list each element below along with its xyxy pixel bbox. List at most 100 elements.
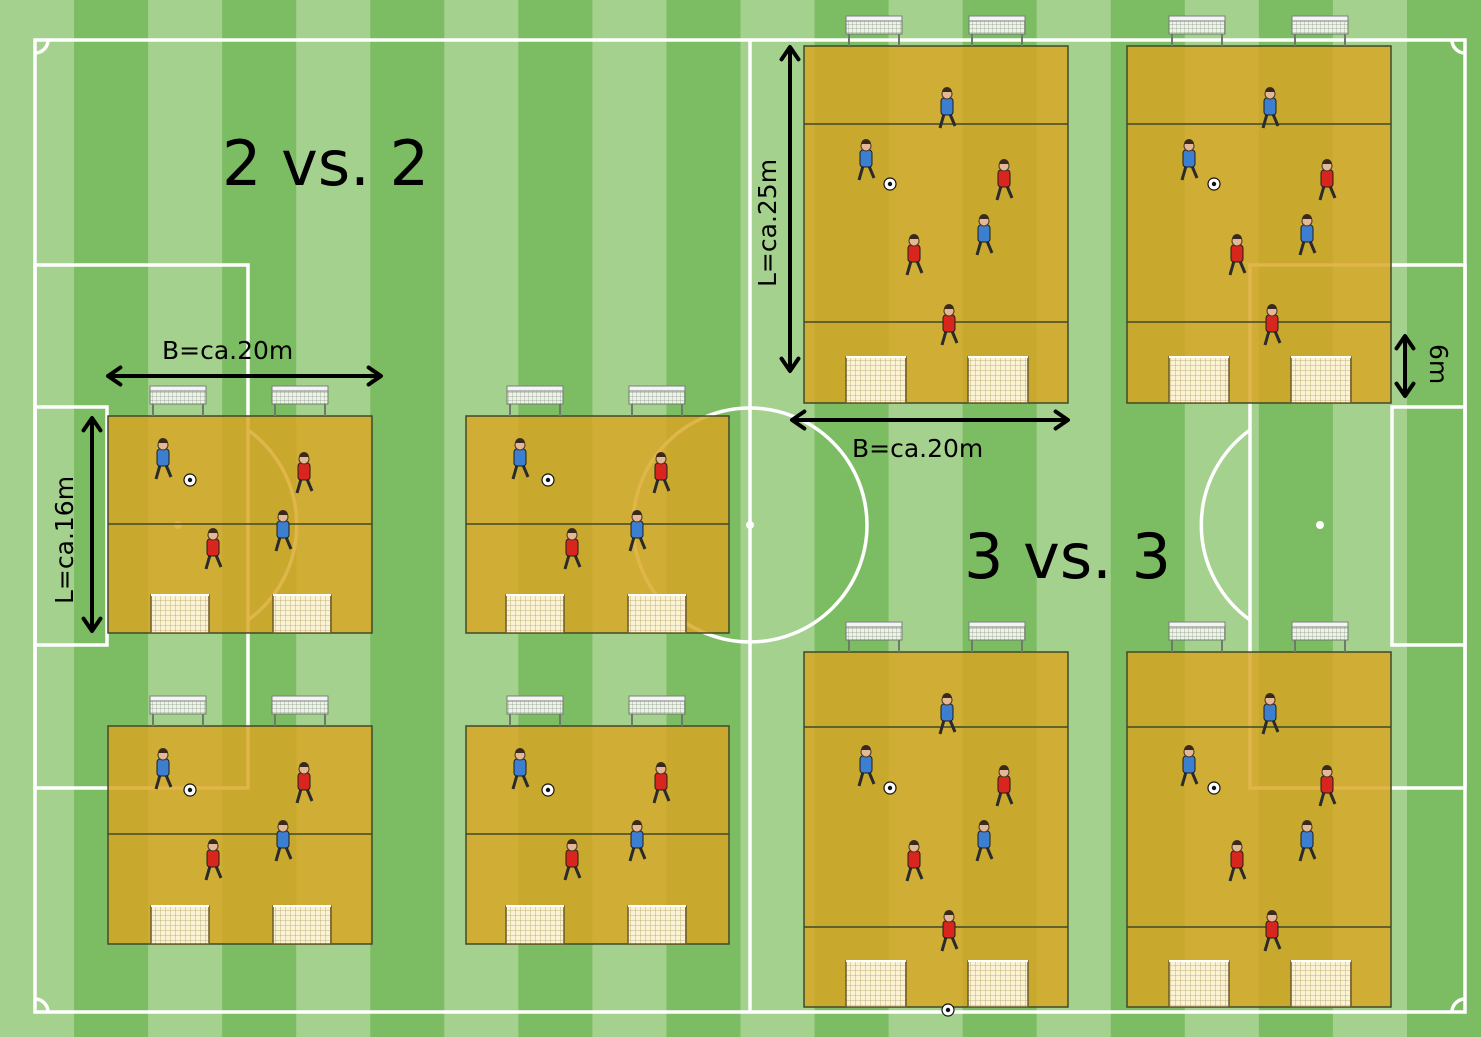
arrow-length-2v2 xyxy=(81,416,103,633)
blue-player xyxy=(511,438,530,480)
red-player xyxy=(204,528,223,570)
mini-goal-top xyxy=(1168,15,1226,46)
blue-player xyxy=(628,510,647,552)
arrow-width-2v2 xyxy=(106,365,383,387)
small-sided-field xyxy=(465,695,730,945)
blue-player xyxy=(1180,139,1199,181)
mini-goal-top xyxy=(628,695,686,726)
right-penalty-arc xyxy=(1199,428,1252,622)
mini-goal xyxy=(150,905,210,945)
red-player xyxy=(652,452,671,494)
mini-goal-top xyxy=(1291,15,1349,46)
grass-stripe xyxy=(370,0,445,1037)
label-2v2: 2 vs. 2 xyxy=(222,127,429,200)
mini-goal-top xyxy=(149,385,207,416)
red-player xyxy=(940,910,959,952)
small-sided-field xyxy=(465,385,730,634)
grass-stripe xyxy=(740,0,816,1037)
dimension-arrows xyxy=(81,45,1416,633)
corner-arc xyxy=(34,997,50,1013)
blue-player xyxy=(857,745,876,787)
zone-area xyxy=(803,45,1069,404)
red-player xyxy=(995,765,1014,807)
red-player xyxy=(1318,765,1337,807)
right-goal-area xyxy=(1390,405,1467,647)
red-player xyxy=(1228,840,1247,882)
mini-goal xyxy=(1290,356,1352,404)
mini-goal xyxy=(272,905,332,945)
red-player xyxy=(1263,304,1282,346)
red-player xyxy=(905,840,924,882)
blue-player xyxy=(1298,214,1317,256)
mini-goal xyxy=(627,594,687,634)
red-player xyxy=(652,762,671,804)
blue-player xyxy=(938,87,957,129)
blue-player xyxy=(1180,745,1199,787)
small-sided-field xyxy=(1126,15,1392,404)
mini-goal xyxy=(967,356,1029,404)
blue-player xyxy=(1298,820,1317,862)
red-player xyxy=(995,159,1014,201)
mini-goal xyxy=(1168,356,1230,404)
label-length-2v2: L=ca.16m xyxy=(50,476,79,604)
label-end-zone-depth: 6m xyxy=(1424,344,1453,384)
blue-player xyxy=(975,214,994,256)
mini-goal xyxy=(967,960,1029,1008)
small-sided-field xyxy=(107,385,373,634)
small-sided-field xyxy=(803,621,1069,1008)
label-width-2v2: B=ca.20m xyxy=(162,336,293,365)
red-player xyxy=(563,839,582,881)
red-player xyxy=(1318,159,1337,201)
blue-player xyxy=(1261,693,1280,735)
label-3v3: 3 vs. 3 xyxy=(964,520,1171,593)
mini-goal-top xyxy=(968,621,1026,652)
mini-goal xyxy=(272,594,332,634)
grass-stripe xyxy=(0,0,75,1037)
right-penalty-spot xyxy=(1316,521,1324,529)
arrow-width-3v3 xyxy=(790,409,1070,431)
mini-goal-top xyxy=(506,695,564,726)
arrow-end-zone-depth xyxy=(1394,334,1416,398)
blue-player xyxy=(975,820,994,862)
blue-player xyxy=(628,820,647,862)
mini-goal xyxy=(627,905,687,945)
arrow-length-3v3 xyxy=(779,45,801,373)
blue-player xyxy=(274,820,293,862)
label-width-3v3: B=ca.20m xyxy=(852,434,983,463)
center-spot xyxy=(746,521,754,529)
blue-player xyxy=(511,748,530,790)
zone-area xyxy=(1126,651,1392,1008)
red-player xyxy=(905,234,924,276)
blue-player xyxy=(154,438,173,480)
small-sided-field xyxy=(1126,621,1392,1008)
red-player xyxy=(940,304,959,346)
mini-goal-top xyxy=(1291,621,1349,652)
red-player xyxy=(1228,234,1247,276)
red-player xyxy=(1263,910,1282,952)
zone-area xyxy=(107,725,373,945)
red-player xyxy=(563,528,582,570)
red-player xyxy=(295,762,314,804)
mini-goal-top xyxy=(968,15,1026,46)
mini-goal-top xyxy=(845,621,903,652)
mini-goal-top xyxy=(845,15,903,46)
corner-arc xyxy=(1450,39,1466,55)
mini-goal-top xyxy=(149,695,207,726)
blue-player xyxy=(1261,87,1280,129)
mini-goal xyxy=(1290,960,1352,1008)
small-sided-field xyxy=(107,695,373,945)
mini-goal xyxy=(150,594,210,634)
mini-goal xyxy=(845,960,907,1008)
corner-arc xyxy=(34,39,50,55)
red-player xyxy=(204,839,223,881)
mini-goal xyxy=(505,905,565,945)
grass-stripe xyxy=(1406,0,1481,1037)
mini-goal-top xyxy=(1168,621,1226,652)
blue-player xyxy=(154,748,173,790)
left-goal-area xyxy=(33,405,109,647)
label-length-3v3: L=ca.25m xyxy=(753,159,782,287)
mini-goal-top xyxy=(628,385,686,416)
mini-goal xyxy=(1168,960,1230,1008)
